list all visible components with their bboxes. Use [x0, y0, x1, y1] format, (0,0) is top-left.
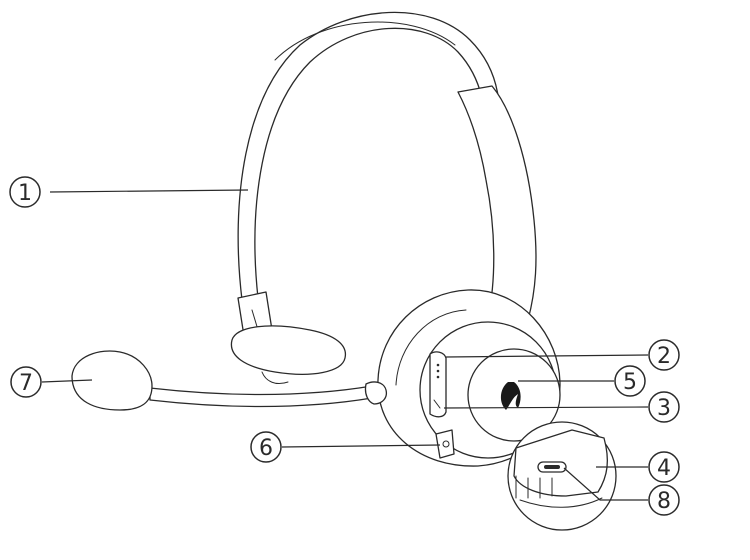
callout-2: 2 — [648, 339, 680, 371]
leader-lines — [41, 189, 649, 501]
headband-slider-right — [457, 85, 537, 321]
brand-logo-icon — [500, 382, 521, 410]
callout-7-number: 7 — [19, 371, 33, 396]
callout-1: 1 — [9, 176, 41, 208]
callout-8: 8 — [648, 484, 680, 516]
callout-4-number: 4 — [657, 456, 671, 481]
leader-7 — [41, 379, 93, 383]
leader-6 — [281, 444, 441, 448]
callout-4: 4 — [648, 451, 680, 483]
leader-1 — [49, 189, 249, 193]
mic-boom — [149, 381, 388, 408]
callout-5-number: 5 — [623, 370, 637, 395]
port-detail-inset — [507, 421, 617, 531]
callout-2-number: 2 — [657, 344, 671, 369]
mic-head — [71, 350, 153, 411]
mute-button — [435, 429, 455, 459]
callout-1-number: 1 — [18, 181, 32, 206]
callout-6: 6 — [250, 431, 282, 463]
callout-6-number: 6 — [259, 436, 273, 461]
callout-3-number: 3 — [657, 396, 671, 421]
callout-3: 3 — [648, 391, 680, 423]
leader-3 — [443, 406, 649, 409]
callout-5: 5 — [614, 365, 646, 397]
callout-7: 7 — [10, 366, 42, 398]
leader-2 — [445, 354, 649, 358]
far-side-pad — [230, 325, 347, 385]
callout-8-number: 8 — [657, 489, 671, 514]
leader-8 — [563, 467, 648, 501]
headband — [237, 11, 501, 301]
side-buttons — [429, 351, 447, 418]
